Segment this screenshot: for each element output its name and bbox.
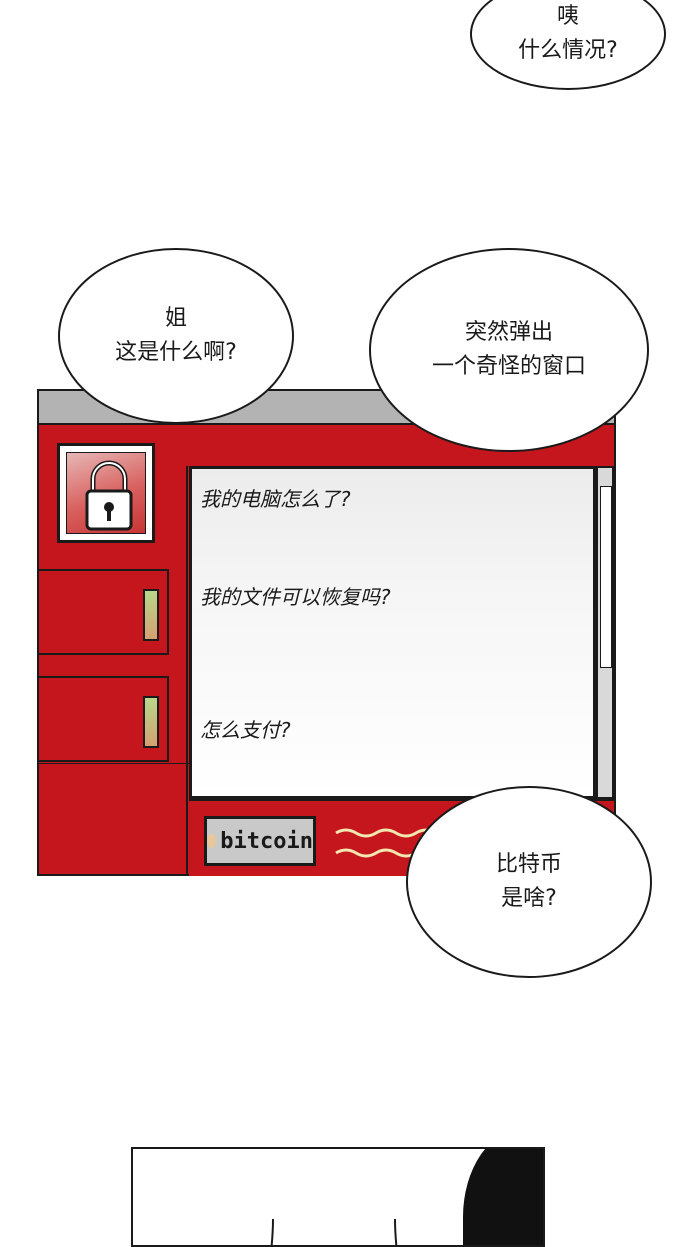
bubble-right-line1: 突然弹出: [464, 320, 553, 345]
coin-icon: [207, 834, 217, 848]
message-line: 我的文件可以恢复吗?: [200, 585, 391, 609]
message-area: 我的电脑怎么了? 我的文件可以恢复吗? 怎么支付?: [189, 466, 596, 799]
bubble-bottom-line2: 是啥?: [501, 886, 557, 911]
bubble-top-line2: 什么情况?: [518, 38, 618, 63]
comic-panel-bottom: [131, 1147, 545, 1247]
bubble-left-line1: 姐: [164, 306, 187, 331]
scrollbar-thumb[interactable]: [600, 486, 612, 668]
speech-bubble-top: 咦 什么情况?: [470, 0, 666, 90]
speech-bubble-left: 姐 这是什么啊?: [58, 248, 294, 424]
lock-icon-box: [57, 443, 155, 543]
bitcoin-button[interactable]: bitcoin: [204, 816, 316, 866]
scrollbar[interactable]: [596, 466, 614, 799]
side-panel-2: [39, 676, 169, 762]
bitcoin-button-label: bitcoin: [220, 828, 313, 854]
bubble-left-line2: 这是什么啊?: [115, 340, 237, 365]
speech-bubble-bottom: 比特币 是啥?: [406, 786, 652, 978]
speech-bubble-right: 突然弹出 一个奇怪的窗口: [369, 248, 649, 452]
padlock-icon: [85, 460, 133, 531]
message-line: 我的电脑怎么了?: [200, 487, 351, 511]
sketch-lines: [270, 1218, 398, 1245]
bubble-right-line2: 一个奇怪的窗口: [431, 354, 586, 379]
side-panel-1: [39, 569, 169, 655]
bubble-top-line1: 咦: [556, 4, 579, 29]
message-line: 怎么支付?: [200, 718, 291, 742]
status-led-1: [143, 589, 159, 641]
bubble-bottom-line1: 比特币: [495, 852, 562, 877]
status-led-2: [143, 696, 159, 748]
